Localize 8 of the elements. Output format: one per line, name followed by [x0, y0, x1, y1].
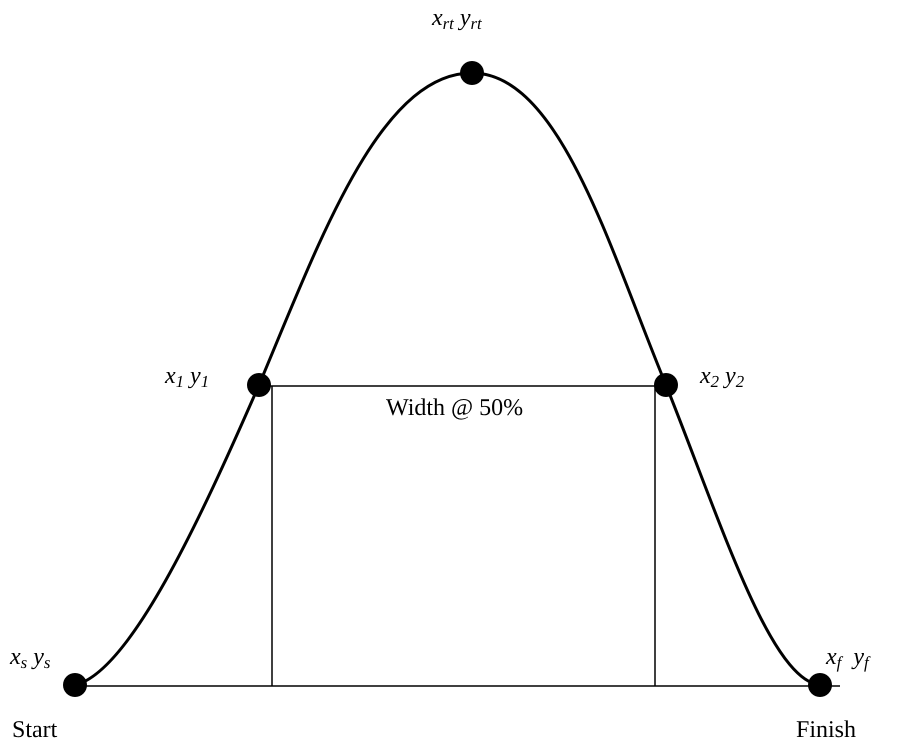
coordinate-label: x$_{s}$ y$_{s}$ [10, 643, 50, 671]
axis-label: Finish [796, 716, 856, 744]
coordinate-label: x$_{f}$ y$_{f}$ [826, 643, 869, 671]
coordinate-label: x$_{2}$ y$_{2}$ [700, 362, 744, 390]
coordinate-label: x$_{1}$ y$_{1}$ [165, 362, 210, 390]
axis-label: Start [12, 716, 58, 744]
width-label: Width @ 50% [386, 394, 524, 422]
coordinate-label: x$_{rt}$ y$_{rt}$ [432, 4, 482, 32]
